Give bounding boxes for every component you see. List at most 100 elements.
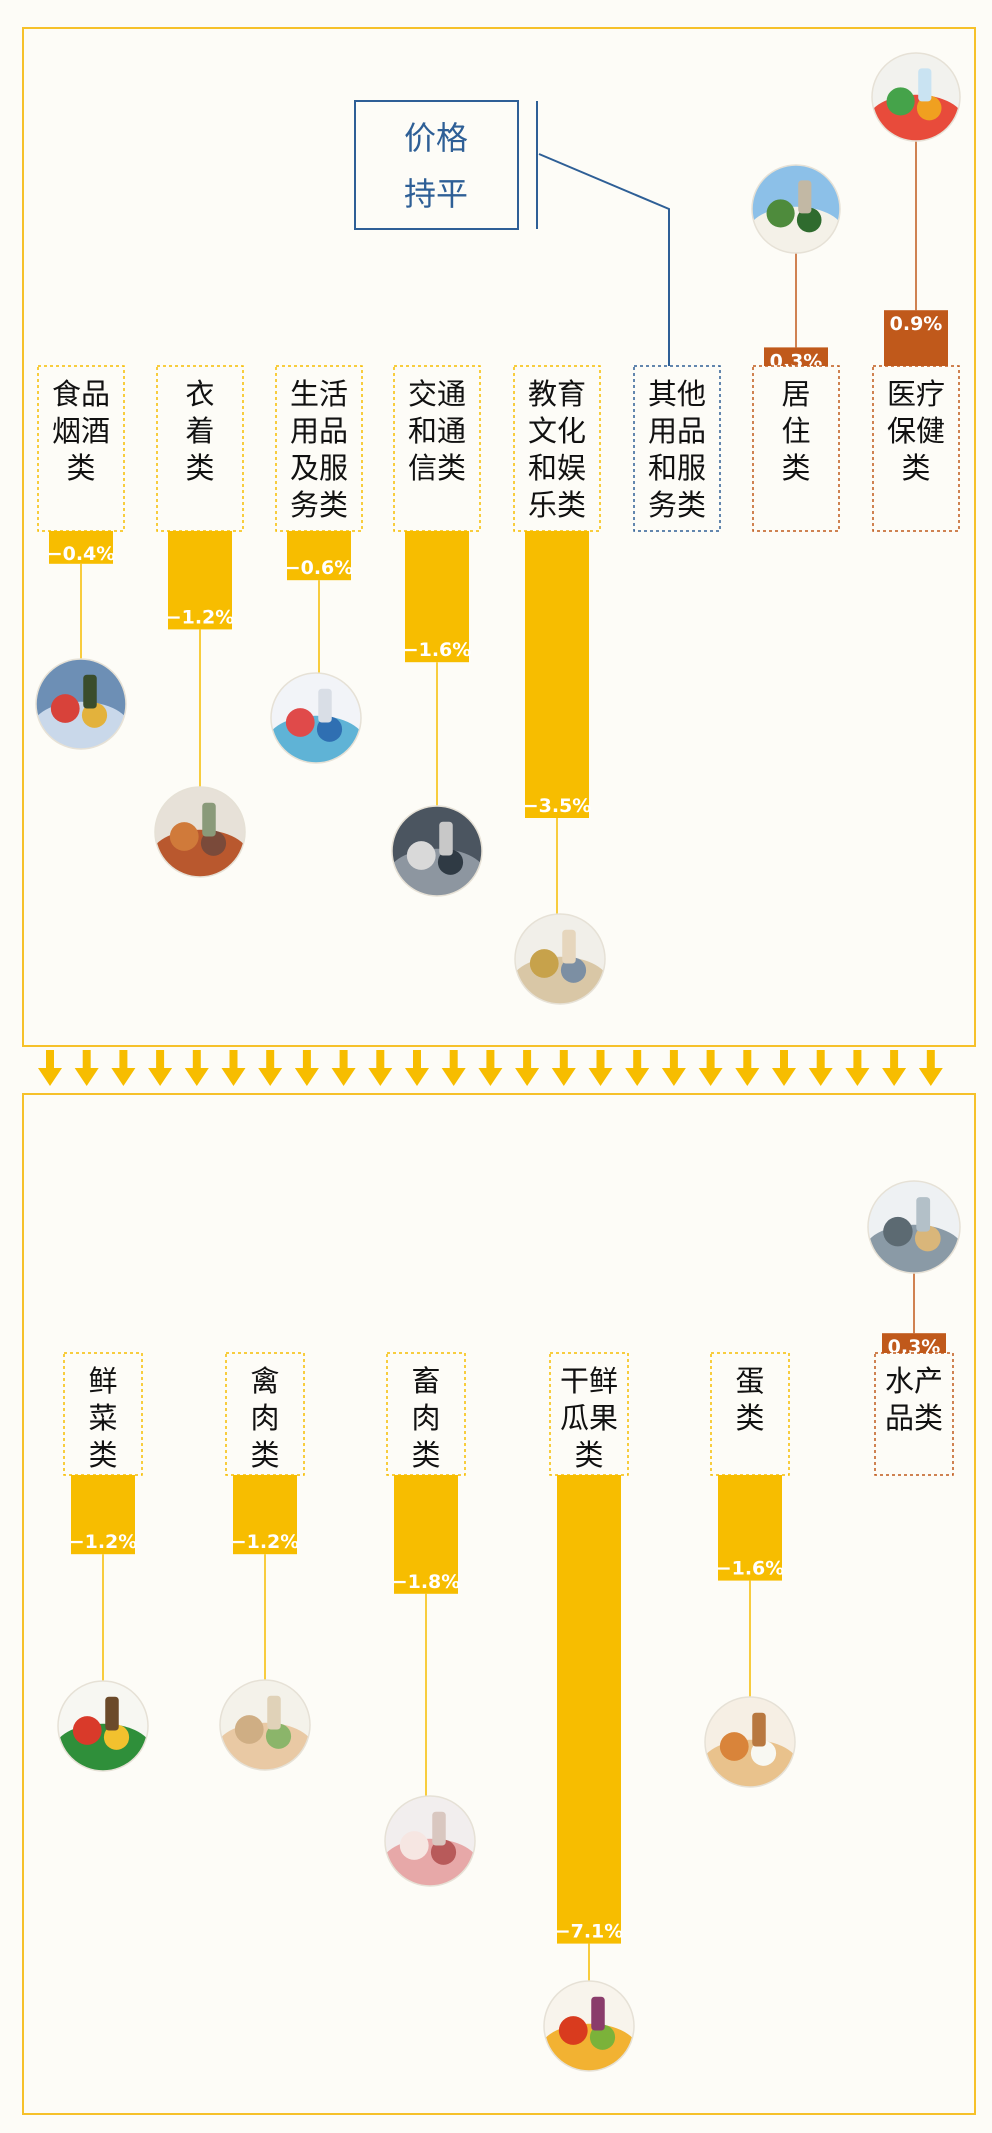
category-label: 着 [185,414,214,448]
bar [168,531,232,630]
category-label: 类 [66,451,95,485]
down-arrows-row [30,1046,960,1092]
category-box [37,365,125,532]
house-photo [751,164,841,254]
down-arrow-icon [38,1050,62,1086]
value-label: −1.8% [392,1571,461,1593]
down-arrow-icon [551,1050,576,1086]
category-label: 信类 [408,451,466,485]
food-wine-photo [35,658,127,750]
down-arrow-icon [258,1050,283,1086]
category-label: 务类 [648,488,706,522]
flat-price-note-line1: 价格 [404,119,468,157]
category-label: 及服 [290,451,348,485]
down-arrow-icon [515,1050,540,1086]
category-label: 类 [735,1401,764,1435]
category-label: 衣 [185,377,214,411]
value-label: −7.1% [555,1921,624,1943]
down-arrow-icon [331,1050,356,1086]
down-arrow-icon [845,1050,870,1086]
category-label: 蛋 [735,1364,764,1398]
category-box [874,1352,954,1476]
eggs-photo [704,1696,796,1788]
category-label: 鲜 [88,1364,117,1398]
category-label: 类 [88,1438,117,1472]
category-label: 生活 [290,377,348,411]
down-arrow-icon [808,1050,833,1086]
category-label: 肉 [250,1401,279,1435]
category-label: 乐类 [528,488,586,522]
category-box [156,365,244,532]
down-arrow-icon [74,1050,99,1086]
value-label: −0.6% [285,557,354,579]
down-arrow-icon [111,1050,136,1086]
bar [405,531,469,663]
category-label: 住 [781,414,810,448]
category-label: 文化 [528,414,586,448]
category-box [393,365,481,532]
value-label: −1.2% [166,606,235,628]
category-label: 烟酒 [52,414,110,448]
down-arrow-icon [772,1050,796,1086]
poultry-photo [219,1679,311,1771]
category-label: 其他 [648,377,706,411]
bar [71,1475,135,1555]
value-label: −1.2% [69,1531,138,1553]
down-arrow-icon [882,1050,907,1086]
category-label: 食品 [52,377,110,411]
bar [718,1475,782,1581]
flat-price-connector [538,153,670,367]
category-box [872,365,960,532]
cpi-category-chart: 价格 持平 −0.4%食品烟酒类−1.2%衣着类−0.6%生活用品及服务类−1.… [22,27,976,1047]
down-arrow-icon [625,1050,650,1086]
category-label: 畜 [411,1364,440,1398]
bar [394,1475,458,1594]
down-arrow-icon [588,1050,613,1086]
down-arrow-icon [405,1050,429,1086]
category-label: 教育 [528,377,586,411]
flat-price-note: 价格 持平 [354,100,670,367]
category-box [710,1352,790,1476]
category-label: 类 [781,451,810,485]
value-label: −1.2% [231,1531,300,1553]
bar [525,531,589,818]
flat-price-note-box [354,100,519,230]
value-label: −0.4% [47,543,116,565]
pork-photo [384,1795,476,1887]
food-category-chart-svg: −1.2%鲜菜类−1.2%禽肉类−1.8%畜肉类−7.1%干鲜瓜果类−1.6%蛋… [57,1180,961,2072]
category-label: 类 [901,451,930,485]
category-label: 居 [781,377,810,411]
category-box [752,365,840,532]
category-label: 菜 [88,1401,117,1435]
category-label: 类 [250,1438,279,1472]
category-label: 类 [574,1438,603,1472]
bar [233,1475,297,1555]
bar [882,1333,946,1353]
bar [557,1475,621,1944]
medicine-pills-photo [871,52,961,142]
bar [287,531,351,581]
category-label: 医疗 [887,377,945,411]
category-box [225,1352,305,1476]
down-arrow-icon [221,1050,246,1086]
fish-photo [867,1180,961,1274]
category-label: 务类 [290,488,348,522]
category-label: 肉 [411,1401,440,1435]
category-box [633,365,721,532]
bar [884,310,948,366]
category-box [513,365,601,532]
category-label: 用品 [290,414,348,448]
vegetables-photo [57,1680,149,1772]
category-box [275,365,363,532]
flat-price-note-line2: 持平 [404,175,468,213]
down-arrows-svg [38,1050,943,1086]
down-arrow-icon [735,1050,760,1086]
category-label: 和服 [648,451,706,485]
down-arrow-icon [368,1050,393,1086]
down-arrow-icon [441,1050,466,1086]
down-arrow-icon [184,1050,209,1086]
down-arrow-icon [294,1050,319,1086]
category-label: 干鲜 [560,1364,618,1398]
value-label: −1.6% [403,639,472,661]
down-arrow-icon [698,1050,723,1086]
